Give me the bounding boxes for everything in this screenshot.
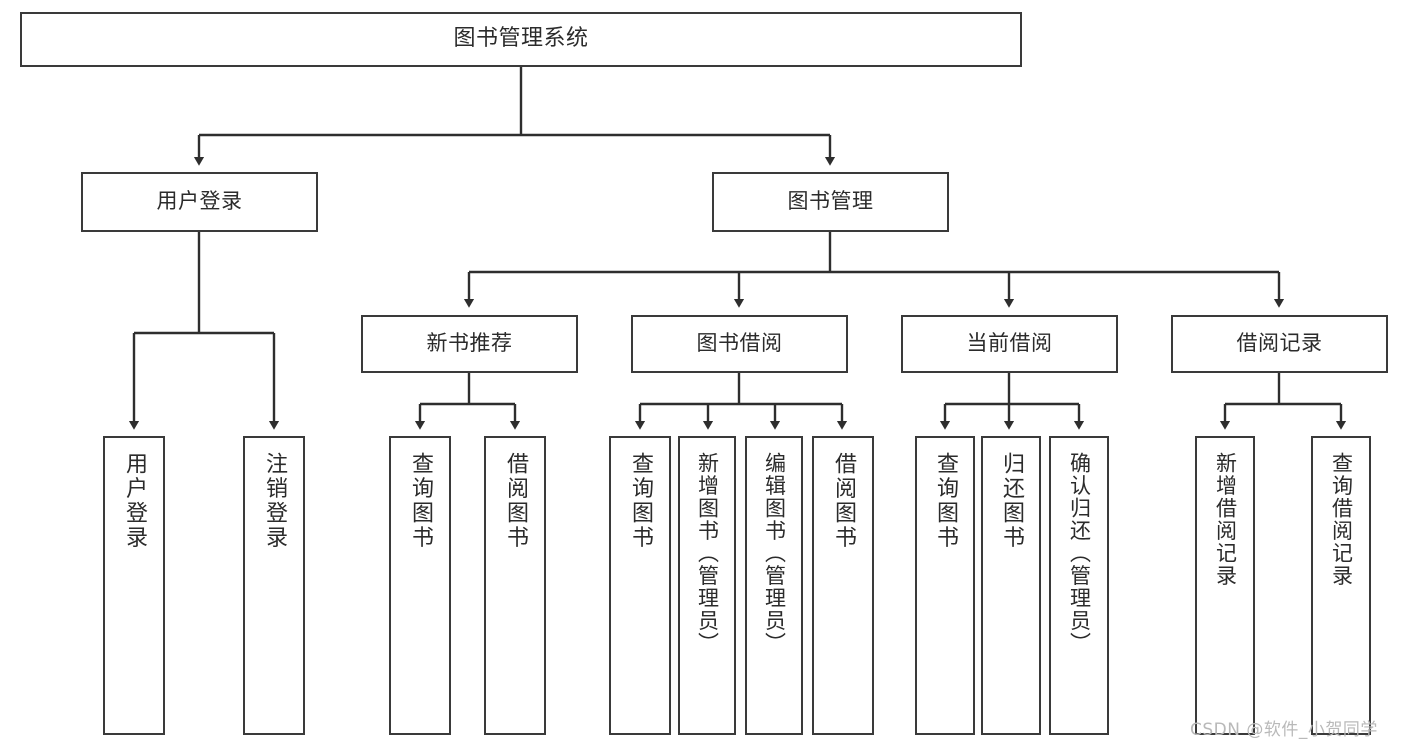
csdn-watermark: CSDN @软件_小贺同学: [1190, 720, 1378, 740]
node-leaf-return-book[interactable]: 归还图书: [981, 436, 1041, 735]
node-leaf-borrow-book-1[interactable]: 借阅图书: [484, 436, 546, 735]
node-label: 查询图书: [933, 452, 958, 550]
node-leaf-query-book-1[interactable]: 查询图书: [389, 436, 451, 735]
node-root-book-management-system[interactable]: 图书管理系统: [20, 12, 1022, 67]
node-current-borrow[interactable]: 当前借阅: [901, 315, 1118, 373]
node-label: 图书管理: [787, 189, 874, 214]
node-label: 编辑图书（管理员）: [762, 452, 787, 655]
node-label: 查询借阅记录: [1329, 452, 1354, 587]
node-label: 用户登录: [156, 189, 243, 214]
node-leaf-query-borrow-record[interactable]: 查询借阅记录: [1311, 436, 1371, 735]
node-book-borrow[interactable]: 图书借阅: [631, 315, 848, 373]
node-borrow-record[interactable]: 借阅记录: [1171, 315, 1388, 373]
node-label: 当前借阅: [966, 331, 1053, 356]
node-leaf-query-book-2[interactable]: 查询图书: [609, 436, 671, 735]
node-book-management[interactable]: 图书管理: [712, 172, 949, 232]
node-label: 图书管理系统: [453, 26, 589, 52]
node-label: 确认归还（管理员）: [1067, 452, 1092, 655]
node-new-book-recommend[interactable]: 新书推荐: [361, 315, 578, 373]
node-label: 借阅图书: [831, 452, 856, 550]
node-leaf-edit-book[interactable]: 编辑图书（管理员）: [745, 436, 803, 735]
node-label: 用户登录: [122, 452, 147, 550]
node-leaf-confirm-return[interactable]: 确认归还（管理员）: [1049, 436, 1109, 735]
node-label: 图书借阅: [696, 331, 783, 356]
node-label: 新书推荐: [426, 331, 513, 356]
node-leaf-logout-login[interactable]: 注销登录: [243, 436, 305, 735]
node-label: 查询图书: [408, 452, 433, 550]
node-leaf-user-login[interactable]: 用户登录: [103, 436, 165, 735]
node-label: 归还图书: [999, 452, 1024, 550]
node-leaf-borrow-book-2[interactable]: 借阅图书: [812, 436, 874, 735]
node-label: 注销登录: [262, 452, 287, 550]
node-label: 借阅记录: [1236, 331, 1323, 356]
node-user-login[interactable]: 用户登录: [81, 172, 318, 232]
node-leaf-query-book-3[interactable]: 查询图书: [915, 436, 975, 735]
node-label: 新增借阅记录: [1213, 452, 1238, 587]
node-leaf-add-book[interactable]: 新增图书（管理员）: [678, 436, 736, 735]
node-label: 新增图书（管理员）: [695, 452, 720, 655]
node-leaf-add-borrow-record[interactable]: 新增借阅记录: [1195, 436, 1255, 735]
node-label: 查询图书: [628, 452, 653, 550]
node-label: 借阅图书: [503, 452, 528, 550]
